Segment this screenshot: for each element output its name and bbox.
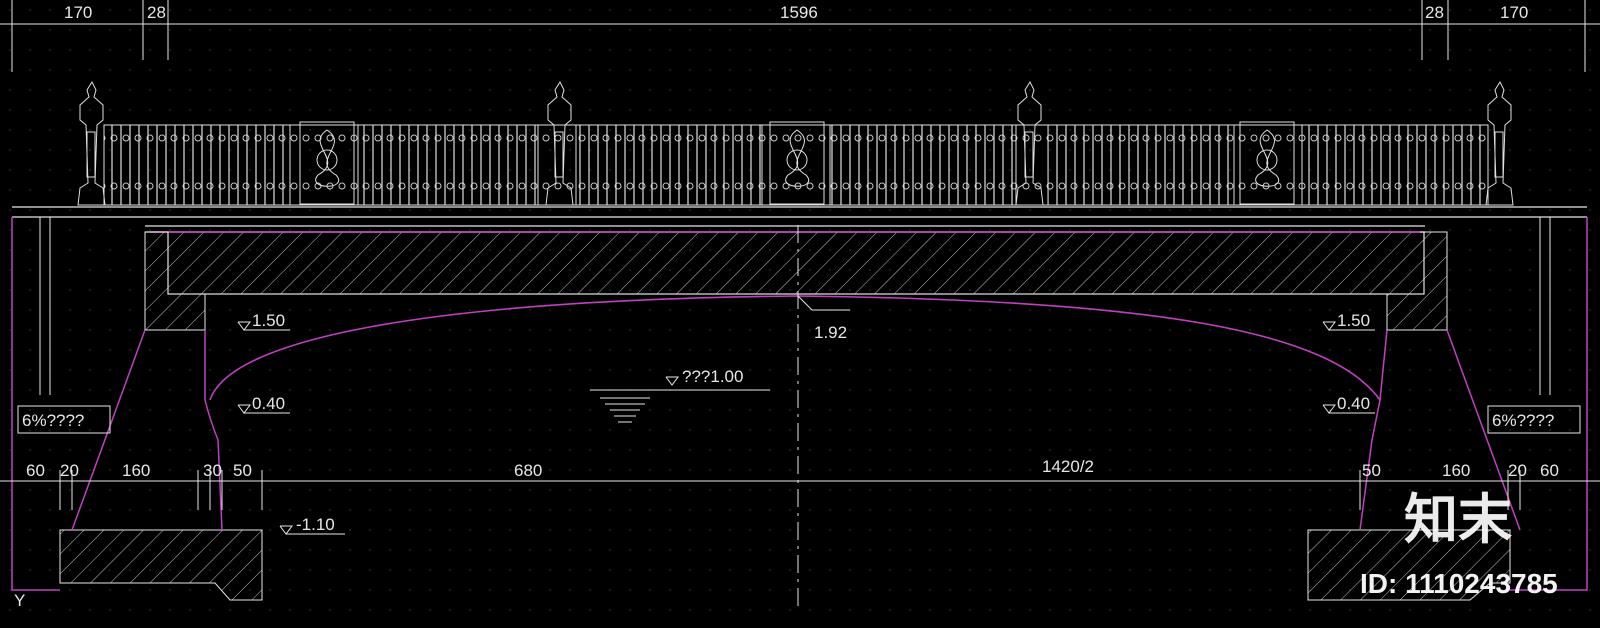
level-right-seat: 1.50 <box>1337 311 1370 330</box>
dim-bot-span: 680 <box>514 461 542 480</box>
dim-bot-b2: 20 <box>1508 461 1527 480</box>
water-symbol <box>590 389 770 423</box>
deck-slab <box>167 231 1425 295</box>
level-crown: 1.92 <box>814 323 847 342</box>
top-dimension-line <box>0 0 1600 72</box>
dim-top-left-small: 28 <box>147 3 166 22</box>
level-left-seat: 1.50 <box>252 311 285 330</box>
dim-top-right: 170 <box>1500 3 1528 22</box>
dim-bot-half: 1420/2 <box>1042 457 1094 476</box>
dim-bot-c: 160 <box>122 461 150 480</box>
slope-label-left: 6%???? <box>22 411 84 430</box>
dim-bot-c2: 160 <box>1442 461 1470 480</box>
level-right-spring: 0.40 <box>1337 394 1370 413</box>
dim-top-right-small: 28 <box>1425 3 1444 22</box>
slope-box-right <box>1487 405 1581 434</box>
ornament-panel <box>299 121 355 205</box>
level-foundation: -1.10 <box>296 515 335 534</box>
dim-top-left: 170 <box>64 3 92 22</box>
dim-bot-e: 50 <box>233 461 252 480</box>
rail-post <box>1485 80 1514 206</box>
bottom-dimension-line <box>0 470 1600 510</box>
slope-label-right: 6%???? <box>1492 411 1554 430</box>
level-markers <box>237 295 1375 535</box>
dim-bot-d: 30 <box>203 461 222 480</box>
right-abutment <box>1307 217 1588 601</box>
rail-post <box>545 80 574 206</box>
dim-bot-a2: 60 <box>1540 461 1559 480</box>
level-left-spring: 0.40 <box>252 394 285 413</box>
arch-intrados <box>209 295 1381 401</box>
dim-bot-e2: 50 <box>1362 461 1381 480</box>
dim-bot-a: 60 <box>26 461 45 480</box>
watermark-brand: 知末 <box>1404 490 1512 550</box>
dim-bot-b: 20 <box>60 461 79 480</box>
dim-top-total: 1596 <box>780 3 818 22</box>
railing <box>77 80 1514 206</box>
rail-post <box>77 80 106 206</box>
axis-marker: Y <box>14 591 25 610</box>
level-water: ???1.00 <box>682 367 743 386</box>
ornament-panel <box>1239 121 1295 205</box>
ornament-panel <box>769 121 825 205</box>
rail-post <box>1015 80 1044 206</box>
slope-box-left <box>17 405 111 434</box>
left-abutment <box>11 217 263 601</box>
watermark-id: ID: 1110243785 <box>1360 568 1558 599</box>
